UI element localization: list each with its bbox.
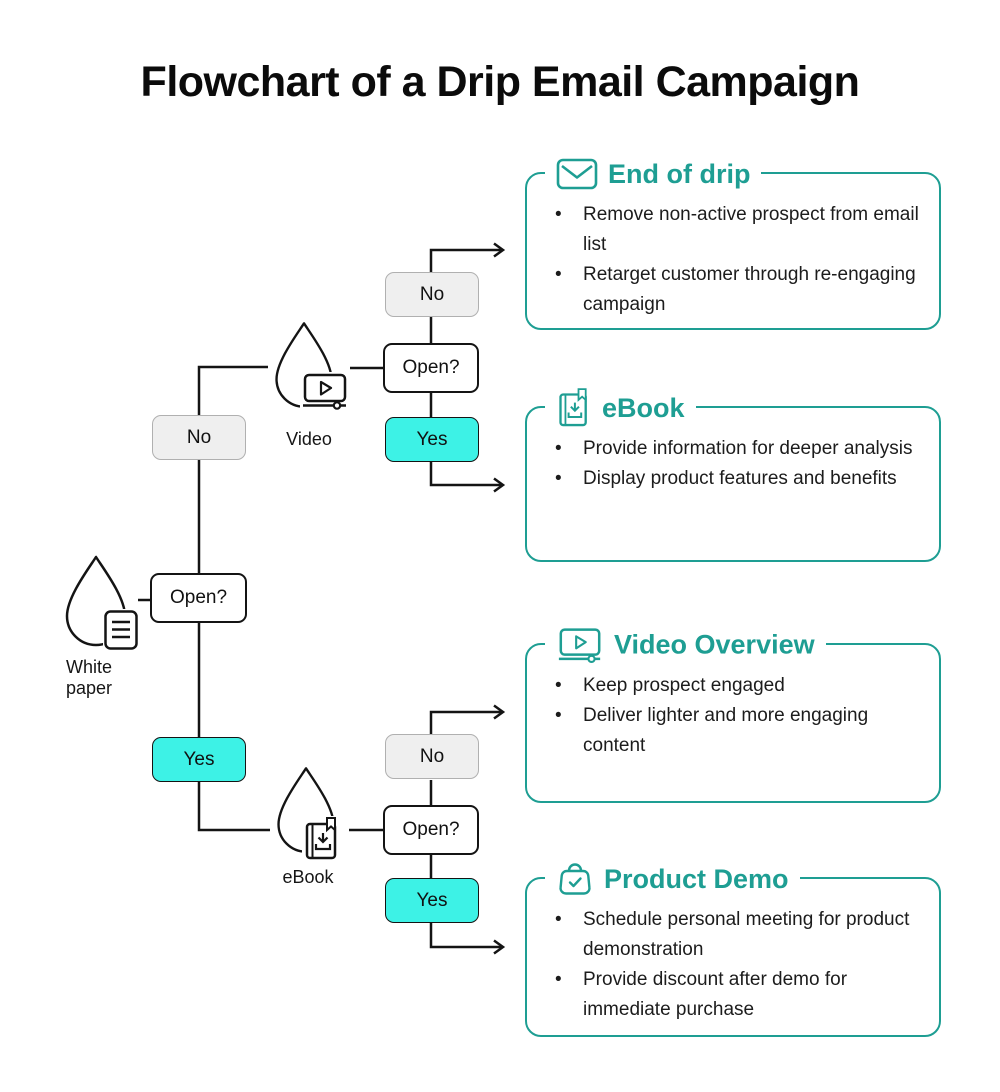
shopping-bag-check-icon (559, 863, 591, 895)
ebook-download-icon (302, 816, 342, 862)
drip-label-ebook: eBook (282, 867, 334, 887)
card-header: End of drip (545, 158, 762, 190)
flow-node-no-1: No (152, 415, 246, 460)
flow-arrow (429, 248, 501, 272)
card-header: Product Demo (545, 860, 800, 898)
video-player-icon (558, 628, 601, 664)
card-video-overview: Video Overview Keep prospect engaged Del… (525, 626, 941, 803)
card-bullet: Schedule personal meeting for product de… (551, 905, 923, 965)
flow-arrowhead (493, 704, 506, 720)
flow-arrowhead (493, 477, 506, 493)
card-bullet: Provide information for deeper analysis (551, 434, 923, 464)
card-bullet: Deliver lighter and more engaging conten… (551, 701, 923, 761)
card-bullet: Retarget customer through re-engaging ca… (551, 260, 923, 320)
card-ebook: eBook Provide information for deeper ana… (525, 386, 941, 562)
flow-node-yes-1: Yes (152, 737, 246, 782)
flow-arrowhead (493, 242, 506, 258)
card-bullet: Remove non-active prospect from email li… (551, 200, 923, 260)
flow-line (197, 782, 270, 832)
flow-node-yes-3: Yes (385, 878, 479, 923)
flow-arrow (429, 710, 501, 734)
drip-label-white-paper: White paper (66, 657, 113, 698)
flow-node-open-3: Open? (383, 805, 479, 855)
ebook-download-icon (559, 388, 587, 427)
drip-label-video: Video (286, 429, 332, 449)
flow-arrow (429, 462, 501, 487)
flow-node-open-1: Open? (150, 573, 247, 623)
card-title: Product Demo (604, 863, 789, 894)
flow-node-no-3: No (385, 734, 479, 779)
card-title: Video Overview (614, 629, 815, 660)
card-end-of-drip: End of drip Remove non-active prospect f… (525, 158, 941, 330)
card-header: eBook (545, 386, 696, 430)
card-title: End of drip (608, 158, 751, 189)
flow-node-yes-2: Yes (385, 417, 479, 462)
water-drop-icon (65, 555, 127, 647)
card-header: Video Overview (545, 626, 826, 664)
card-title: eBook (602, 392, 685, 423)
card-bullet: Keep prospect engaged (551, 671, 923, 701)
card-bullet: Provide discount after demo for immediat… (551, 965, 923, 1025)
document-icon (103, 609, 139, 651)
envelope-icon (556, 158, 598, 190)
flow-arrowhead (493, 939, 506, 955)
card-bullet: Display product features and benefits (551, 464, 923, 494)
card-product-demo: Product Demo Schedule personal meeting f… (525, 860, 941, 1037)
flow-line (197, 365, 268, 415)
video-player-icon (300, 372, 350, 410)
flow-node-no-2: No (385, 272, 479, 317)
page-title: Flowchart of a Drip Email Campaign (140, 58, 860, 106)
flow-arrow (429, 923, 501, 949)
flow-node-open-2: Open? (383, 343, 479, 393)
